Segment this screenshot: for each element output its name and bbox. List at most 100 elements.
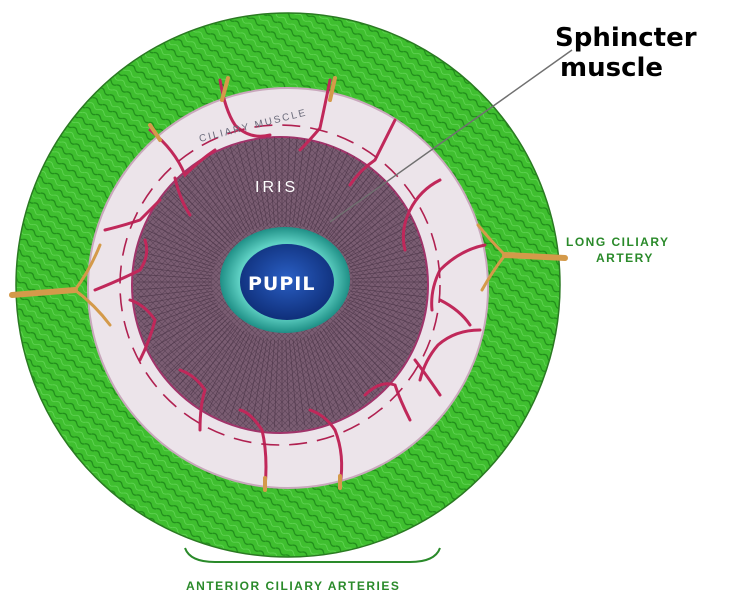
iris-fiber	[292, 339, 306, 426]
iris-fiber	[349, 244, 423, 268]
iris-fiber	[137, 287, 213, 298]
iris-fiber	[336, 190, 395, 246]
iris-fiber	[164, 196, 226, 249]
iris-fiber	[303, 144, 328, 227]
iris-fiber	[215, 333, 251, 412]
iris-fiber	[244, 337, 265, 423]
iris-fiber	[338, 315, 400, 368]
iris-fiber	[146, 302, 217, 335]
iris-fiber	[169, 190, 228, 246]
iris-fiber	[285, 137, 290, 225]
iris-fiber	[288, 339, 298, 427]
iris-fiber	[316, 332, 355, 408]
iris-fiber	[137, 266, 213, 277]
iris-fiber	[149, 222, 219, 259]
iris-fiber	[306, 336, 335, 418]
iris-fiber	[292, 138, 306, 225]
iris-fiber	[350, 293, 424, 313]
iris-radial-fibers	[137, 137, 427, 427]
iris-fiber	[266, 137, 276, 225]
iris-fiber	[319, 160, 362, 234]
long-ciliary-artery-right	[476, 223, 568, 292]
iris-fiber	[344, 308, 412, 349]
iris-fiber	[350, 251, 424, 271]
iris-fiber	[258, 339, 272, 426]
iris-fiber	[351, 287, 427, 298]
iris-fiber	[229, 146, 258, 228]
vessel-network	[93, 78, 487, 490]
iris-fiber	[164, 315, 226, 368]
iris-fiber	[143, 236, 216, 265]
anterior-ciliary-bracket	[184, 547, 441, 563]
iris-fiber	[338, 196, 400, 249]
anterior-ciliary-label: ANTERIOR CILIARY ARTERIES	[186, 579, 400, 593]
iris-fiber	[137, 274, 213, 280]
iris-fiber	[152, 308, 220, 349]
iris-fiber	[160, 313, 224, 362]
iris-fiber	[347, 302, 418, 335]
sphincter-label-line2: muscle	[560, 53, 663, 83]
iris-fiber	[184, 174, 236, 240]
iris-fiber	[348, 236, 421, 265]
iris-fiber	[209, 332, 248, 408]
iris-fiber	[285, 339, 290, 427]
iris-fiber	[209, 156, 248, 232]
pupil	[240, 244, 334, 320]
iris-fiber	[331, 322, 385, 385]
iris-fiber	[138, 258, 213, 274]
iris-fiber	[244, 141, 265, 227]
long-ciliary-artery-left	[9, 243, 112, 327]
iris-fiber	[202, 330, 245, 404]
iris-fiber	[299, 337, 320, 423]
iris-fiber	[288, 137, 298, 225]
iris-fiber	[138, 290, 213, 306]
iris-fiber	[169, 318, 228, 374]
iris-fiber	[137, 284, 213, 290]
long-ciliary-label-line1: LONG CILIARY	[566, 235, 670, 249]
iris-fiber	[306, 146, 335, 228]
iris-fiber	[222, 334, 254, 415]
iris-fiber	[266, 339, 276, 427]
iris-fiber	[328, 174, 380, 240]
iris-fiber	[310, 149, 342, 230]
iris-fiber	[351, 290, 426, 306]
iris-fiber	[179, 179, 233, 242]
iris-fiber	[251, 140, 268, 226]
iris-fiber	[141, 244, 215, 268]
iris-fiber	[316, 156, 355, 232]
iris-fiber	[342, 209, 408, 254]
iris-fiber	[351, 258, 426, 274]
iris-fiber	[322, 328, 368, 400]
iris-fiber	[143, 299, 216, 328]
iris-fiber	[236, 144, 261, 227]
iris-fiber	[344, 215, 412, 256]
iris-fiber	[160, 202, 224, 251]
iris-fiber	[156, 310, 222, 355]
iris-fiber	[222, 149, 254, 230]
iris-fiber	[313, 333, 349, 412]
iris-fiber	[215, 152, 251, 231]
pupil-label: PUPIL	[248, 273, 315, 295]
iris-fiber	[340, 313, 404, 362]
iris-fiber	[351, 284, 427, 290]
iris-fiber	[274, 339, 279, 427]
iris-fiber	[173, 320, 231, 380]
iris-fiber	[325, 169, 374, 238]
iris-label: IRIS	[255, 179, 298, 196]
iris-fiber	[351, 274, 427, 280]
iris-fiber	[156, 209, 222, 254]
iris-fiber	[325, 326, 374, 395]
sphincter-label-line1: Sphincter	[555, 23, 697, 53]
iris-fiber	[251, 338, 268, 424]
iris-fiber	[229, 336, 258, 418]
iris-fiber	[140, 251, 214, 271]
iris-fiber	[351, 266, 427, 277]
iris-fiber	[322, 164, 368, 236]
iris-fiber	[333, 320, 391, 380]
iris-fiber	[149, 305, 219, 342]
iris-fiber	[333, 184, 391, 244]
iris-fiber	[347, 229, 418, 262]
iris-fiber	[236, 337, 261, 420]
iris-fiber	[152, 215, 220, 256]
